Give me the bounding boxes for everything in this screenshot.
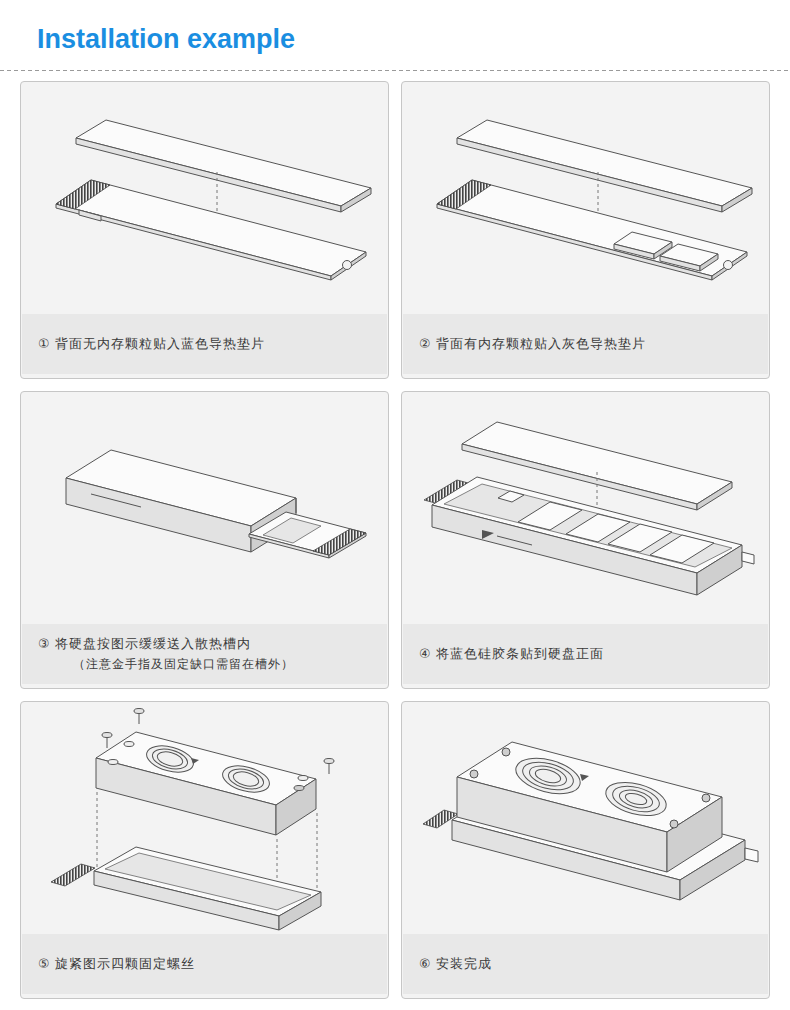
step-caption: ③ 将硬盘按图示缓缓送入散热槽内: [38, 634, 387, 654]
assembled-block-illustration: [402, 702, 769, 936]
page-title: Installation example: [37, 24, 295, 55]
step-caption: （注意金手指及固定缺口需留在槽外）: [38, 654, 387, 674]
exploded-block-illustration: [21, 702, 388, 936]
step-caption: ① 背面无内存颗粒贴入蓝色导热垫片: [38, 334, 387, 354]
caption-band: ① 背面无内存颗粒贴入蓝色导热垫片: [22, 314, 387, 374]
heatsink-insert-illustration: [21, 392, 388, 626]
caption-band: ⑤ 旋紧图示四颗固定螺丝: [22, 934, 387, 994]
step-panel: ⑤ 旋紧图示四颗固定螺丝: [20, 701, 389, 999]
step-caption: ④ 将蓝色硅胶条贴到硬盘正面: [419, 644, 768, 664]
pad-and-ssd-illustration: [402, 82, 769, 316]
tray-and-strip-illustration: [402, 392, 769, 626]
step-panel: ① 背面无内存颗粒贴入蓝色导热垫片: [20, 81, 389, 379]
step-panel: ④ 将蓝色硅胶条贴到硬盘正面: [401, 391, 770, 689]
step-caption: ⑥ 安装完成: [419, 954, 768, 974]
step-caption: ② 背面有内存颗粒贴入灰色导热垫片: [419, 334, 768, 354]
caption-band: ③ 将硬盘按图示缓缓送入散热槽内（注意金手指及固定缺口需留在槽外）: [22, 624, 387, 684]
step-panel: ⑥ 安装完成: [401, 701, 770, 999]
step-caption: ⑤ 旋紧图示四颗固定螺丝: [38, 954, 387, 974]
caption-band: ⑥ 安装完成: [403, 934, 768, 994]
caption-band: ④ 将蓝色硅胶条贴到硬盘正面: [403, 624, 768, 684]
step-panel: ③ 将硬盘按图示缓缓送入散热槽内（注意金手指及固定缺口需留在槽外）: [20, 391, 389, 689]
step-panel: ② 背面有内存颗粒贴入灰色导热垫片: [401, 81, 770, 379]
pad-and-ssd-illustration: [21, 82, 388, 316]
caption-band: ② 背面有内存颗粒贴入灰色导热垫片: [403, 314, 768, 374]
